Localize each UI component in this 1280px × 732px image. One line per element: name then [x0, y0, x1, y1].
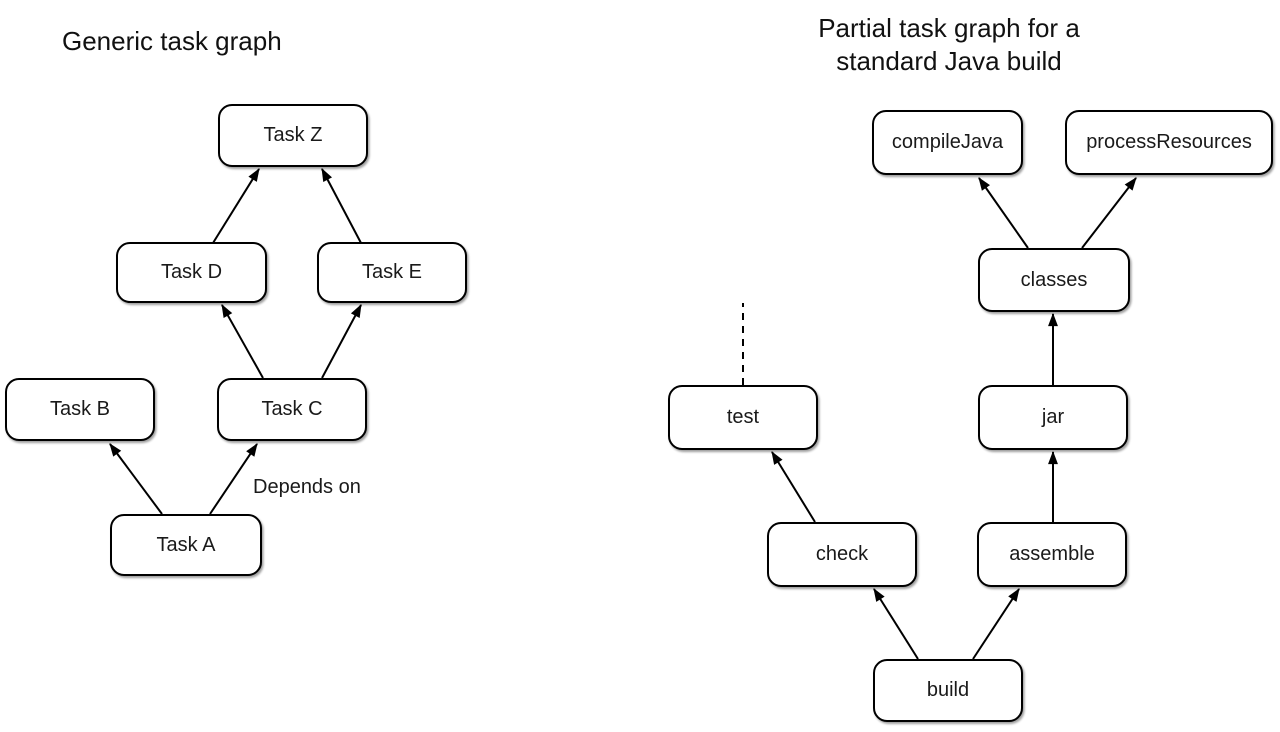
right-diagram-title-line1: Partial task graph for a [818, 13, 1080, 43]
edge-classes-compileJava [978, 177, 1029, 249]
edge-task-d-task-z [212, 168, 260, 244]
node-build: build [873, 659, 1023, 722]
edge-check-test [771, 451, 816, 523]
node-test: test [668, 385, 818, 450]
edge-task-a-task-b [109, 443, 163, 515]
right-diagram-title-line2: standard Java build [836, 46, 1062, 76]
node-task-e: Task E [317, 242, 467, 303]
node-jar: jar [978, 385, 1128, 450]
node-compileJava: compileJava [872, 110, 1023, 175]
left-diagram-title: Generic task graph [62, 26, 282, 56]
depends-on-label: Depends on [253, 476, 361, 498]
edge-task-c-task-d [221, 304, 264, 379]
node-processResources: processResources [1065, 110, 1273, 175]
node-classes: classes [978, 248, 1130, 312]
node-task-b: Task B [5, 378, 155, 441]
edge-build-assemble [972, 588, 1020, 660]
edge-task-e-task-z [321, 168, 362, 244]
edge-classes-processResources [1081, 177, 1137, 249]
node-assemble: assemble [977, 522, 1127, 587]
node-task-d: Task D [116, 242, 267, 303]
right-diagram-title: Partial task graph for a standard Java b… [749, 12, 1149, 78]
edge-build-check [873, 588, 919, 660]
edge-task-c-task-e [321, 304, 362, 379]
node-check: check [767, 522, 917, 587]
edge-task-a-task-c [209, 443, 258, 515]
node-task-a: Task A [110, 514, 262, 576]
node-task-c: Task C [217, 378, 367, 441]
node-task-z: Task Z [218, 104, 368, 167]
